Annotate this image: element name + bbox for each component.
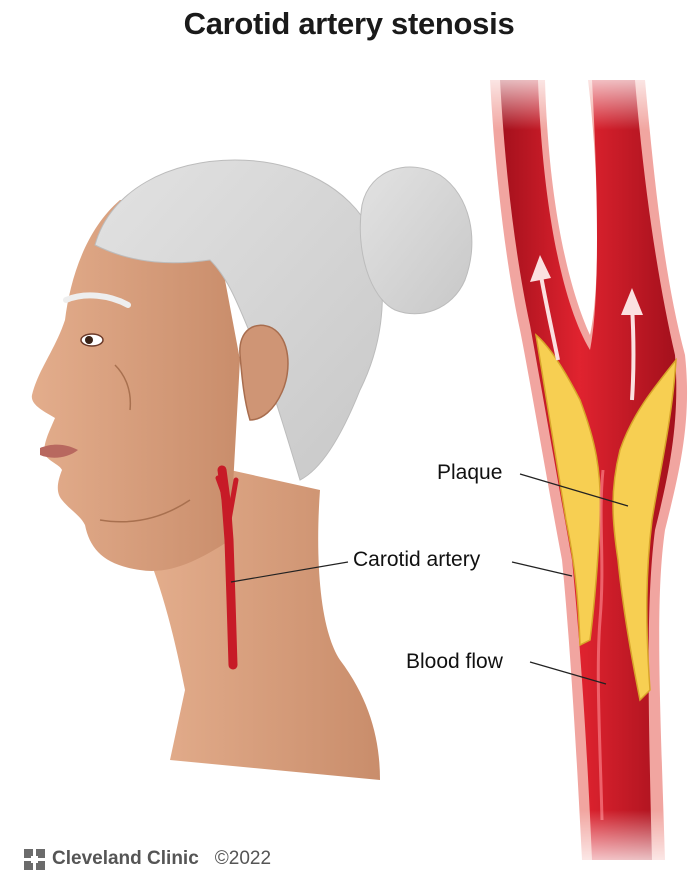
- pupil: [85, 336, 93, 344]
- diagram-title: Carotid artery stenosis: [0, 6, 698, 42]
- hair-bun: [360, 167, 472, 314]
- plaque-label: Plaque: [437, 461, 502, 485]
- carotid-artery-label: Carotid artery: [353, 548, 480, 572]
- artery-cross-section: [480, 60, 698, 878]
- footer: Cleveland Clinic ©2022: [24, 848, 271, 870]
- copyright: ©2022: [215, 848, 271, 870]
- blood-flow-label: Blood flow: [406, 650, 503, 674]
- patient-head: [32, 160, 472, 780]
- brand-name: Cleveland Clinic: [52, 848, 199, 870]
- cleveland-clinic-logo-icon: [24, 849, 45, 870]
